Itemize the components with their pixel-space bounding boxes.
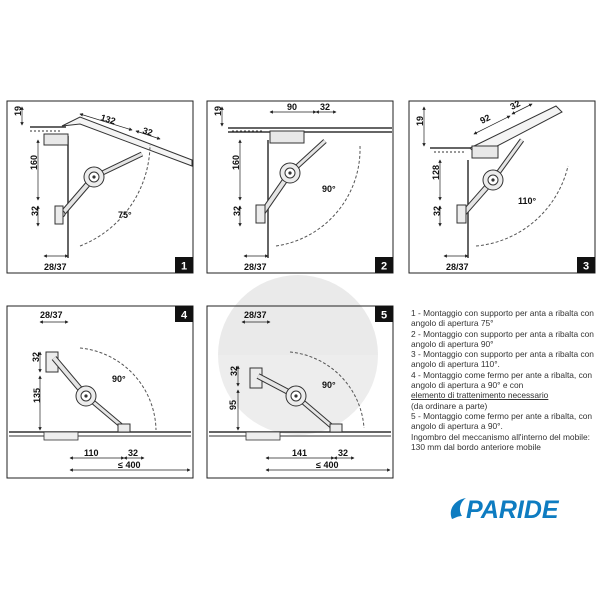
desc-line-3: 3 - Montaggio con supporto per anta a ri…: [411, 349, 594, 370]
angle-label: 110°: [518, 196, 537, 206]
angle-label: 90°: [322, 380, 336, 390]
dim-19: 19: [13, 106, 23, 116]
dim-135: 135: [32, 388, 42, 403]
panel-number: 4: [181, 310, 188, 322]
dim-19: 19: [415, 116, 425, 126]
dim-32: 32: [432, 206, 442, 216]
desc-line-1: 1 - Montaggio con supporto per anta a ri…: [411, 308, 594, 329]
dim-400: ≤ 400: [316, 460, 338, 470]
dim-28-37: 28/37: [44, 262, 67, 272]
dim-32b: 32: [320, 102, 330, 112]
panel-number: 1: [181, 261, 187, 273]
dim-132: 132: [99, 112, 116, 126]
desc-line-5: 5 - Montaggio come fermo per ante a riba…: [411, 410, 593, 432]
dim-32: 32: [232, 206, 242, 216]
watermark: [218, 275, 378, 435]
desc-line-4-underlined: elemento di trattenimento necessario: [411, 390, 549, 401]
dim-95: 95: [228, 400, 238, 410]
dim-32: 32: [30, 206, 40, 216]
dim-160: 160: [231, 155, 241, 170]
dim-32: 32: [31, 352, 41, 362]
panel-number: 2: [381, 261, 387, 273]
angle-label: 90°: [112, 374, 126, 384]
dim-32b: 32: [128, 448, 138, 458]
dim-400: ≤ 400: [118, 460, 140, 470]
panel-3: 3 110° 19 128 32 92 32 28/37: [408, 98, 596, 274]
brand-logo: PARIDE: [450, 496, 560, 524]
dim-28-37: 28/37: [40, 310, 63, 320]
dim-141: 141: [292, 448, 307, 458]
angle-label: 75°: [118, 210, 132, 220]
dim-110: 110: [84, 448, 99, 458]
brand-name: PARIDE: [466, 496, 560, 524]
desc-line-6: Ingombro del meccanismo all'interno del …: [411, 431, 590, 452]
dim-28-37: 28/37: [446, 262, 469, 272]
desc-line-2: 2 - Montaggio con supporto per anta a ri…: [411, 328, 594, 349]
description: 1 - Montaggio con supporto per anta a ri…: [411, 308, 597, 452]
dim-128: 128: [431, 165, 441, 180]
dim-32b: 32: [508, 98, 521, 111]
angle-label: 90°: [322, 184, 336, 194]
dim-92: 92: [478, 112, 491, 125]
panel-number: 5: [381, 310, 387, 322]
desc-line-4-note: (da ordinare a parte): [411, 400, 488, 411]
dim-32b: 32: [141, 125, 154, 137]
panel-1: 1 75° 19 160 32 132 32 28/37: [6, 100, 194, 274]
dim-160: 160: [29, 155, 39, 170]
panel-5: 5 90° 28/37 32 95 141 32 ≤ 400: [206, 305, 394, 479]
dim-90: 90: [287, 102, 297, 112]
dim-32: 32: [229, 366, 239, 376]
dim-28-37: 28/37: [244, 310, 267, 320]
dim-32b: 32: [338, 448, 348, 458]
panel-4: 4 90° 28/37 32 135 110 32 ≤ 400: [6, 305, 194, 479]
dim-28-37: 28/37: [244, 262, 267, 272]
panel-number: 3: [583, 261, 589, 273]
panel-2: 2 90° 19 160 32 90 32 28/37: [206, 100, 394, 274]
desc-line-4: 4 - Montaggio come fermo per ante a riba…: [411, 369, 593, 391]
dim-19: 19: [213, 106, 223, 116]
